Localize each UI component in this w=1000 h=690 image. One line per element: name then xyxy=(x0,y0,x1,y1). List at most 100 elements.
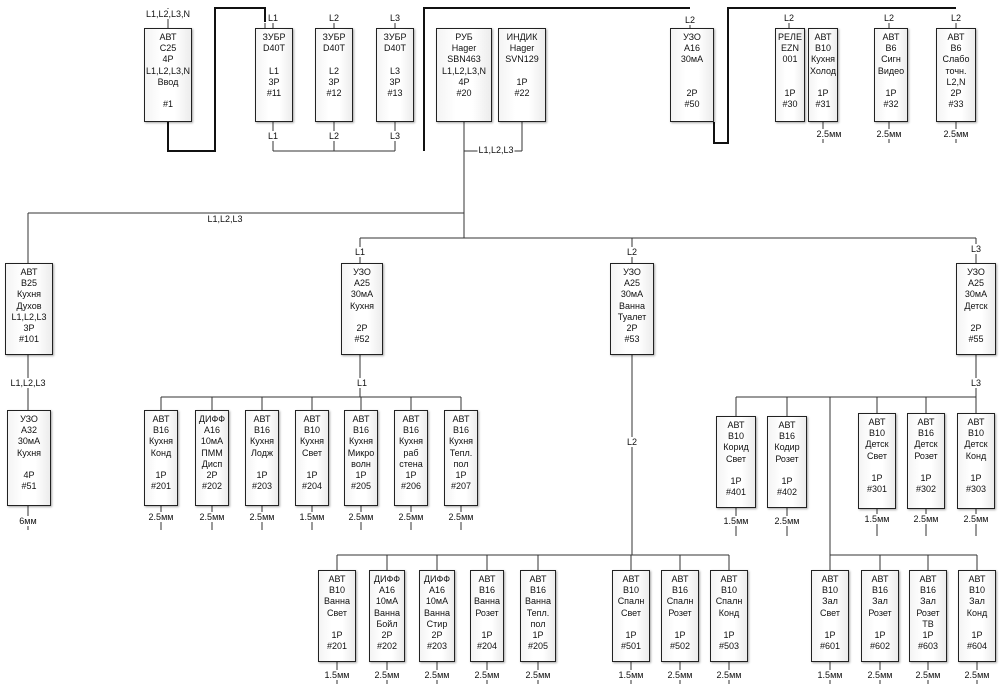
breaker-line xyxy=(809,77,837,88)
breaker-line: L1,L2,L3 xyxy=(11,311,47,322)
breaker-line: #207 xyxy=(450,481,472,492)
breaker-line: 3P xyxy=(389,76,401,87)
breaker-line: 1P xyxy=(532,630,544,641)
lbl-l1-top-11: L1 xyxy=(266,13,280,23)
breaker-line: #205 xyxy=(527,641,549,652)
breaker-line: 3P xyxy=(268,76,280,87)
breaker-line: Зал xyxy=(822,596,838,607)
breaker-line: ЗУБР xyxy=(262,32,286,42)
lbl-top-feed: L1,L2,L3,N xyxy=(144,9,192,19)
breaker-line: ИНДИК xyxy=(506,32,538,42)
breaker-line xyxy=(957,312,995,323)
breaker-line: Кухня xyxy=(810,54,836,65)
breaker-line: Розет xyxy=(775,453,799,464)
breaker-line: #401 xyxy=(725,487,747,498)
breaker-line: РУБ xyxy=(455,32,473,42)
breaker-line: 1P xyxy=(784,87,796,98)
breaker-line: 1P xyxy=(455,470,467,481)
breaker-line: УЗО xyxy=(20,414,38,424)
breaker-line: ЗУБР xyxy=(383,32,407,42)
breaker-line: Конд xyxy=(718,607,740,618)
cab-205: 2.5мм xyxy=(347,512,375,522)
lbl-l1-uzo52: L1 xyxy=(353,247,367,257)
breaker-line: #51 xyxy=(21,481,37,492)
breaker-line: A32 xyxy=(20,425,37,436)
lbl-l2-rele: L2 xyxy=(782,13,796,23)
lbl-l2-b33: L2 xyxy=(949,13,963,23)
breaker-line: 30мА xyxy=(680,54,704,65)
breaker-line: #601 xyxy=(819,641,841,652)
breaker-line: УЗО xyxy=(353,267,371,277)
cab-604: 2.5мм xyxy=(963,670,991,680)
breaker-line: ПММ xyxy=(201,447,223,458)
lbl-l2-uzo50: L2 xyxy=(683,15,697,25)
breaker-line xyxy=(319,619,355,630)
breaker-line: #30 xyxy=(782,99,798,110)
breaker-line: АВТ xyxy=(152,414,170,424)
breaker-line: #203 xyxy=(251,481,273,492)
breaker-line: #303 xyxy=(965,484,987,495)
breaker-line: B16 xyxy=(671,585,688,596)
breaker-line: 2P xyxy=(626,323,638,334)
breaker-line: 2P xyxy=(206,470,218,481)
breaker-line xyxy=(8,459,50,470)
breaker-line: ДИФФ xyxy=(373,574,401,584)
breaker-line: 2P xyxy=(950,88,962,99)
cab-603: 2.5мм xyxy=(914,670,942,680)
breaker-line xyxy=(776,77,804,88)
breaker-line: АВТ xyxy=(967,417,985,427)
breaker-line: Розет xyxy=(868,607,892,618)
lbl-l3-uzo55: L3 xyxy=(969,244,983,254)
breaker-line: АВТ xyxy=(159,32,177,42)
breaker-line: АВТ xyxy=(720,574,738,584)
breaker-line: 1P xyxy=(516,76,528,87)
breaker-line: D40T xyxy=(262,43,285,54)
breaker-line: #20 xyxy=(456,88,472,99)
breaker-line: B10 xyxy=(821,585,838,596)
breaker-line xyxy=(671,77,713,88)
breaker-line: #204 xyxy=(476,641,498,652)
breaker-line: D40T xyxy=(322,43,345,54)
breaker-line: Корид xyxy=(723,442,749,453)
cab-207: 2.5мм xyxy=(447,512,475,522)
breaker-line: АВТ xyxy=(352,414,370,424)
breaker-line: #203 xyxy=(426,641,448,652)
breaker-line: B16 xyxy=(253,425,270,436)
breaker-line: A16 xyxy=(683,43,700,54)
breaker-line: АВТ xyxy=(917,417,935,427)
breaker-line: Розет xyxy=(914,450,938,461)
breaker-line: #13 xyxy=(387,88,403,98)
cab-301: 1.5мм xyxy=(863,514,891,524)
breaker-line: 30мА xyxy=(350,289,374,300)
breaker-line: АВТ xyxy=(452,414,470,424)
lbl-l1-bot-11: L1 xyxy=(266,131,280,141)
breaker-line: #301 xyxy=(866,484,888,495)
breaker-line: УЗО xyxy=(683,32,701,42)
breaker-line xyxy=(717,465,755,476)
cab-31: 2.5мм xyxy=(815,129,843,139)
breaker-line: Дисп xyxy=(201,458,223,469)
breaker-line: Ванна xyxy=(474,596,500,607)
breaker-line: УЗО xyxy=(623,267,641,277)
breaker-line: 10мА xyxy=(425,596,449,607)
breaker-line: #302 xyxy=(915,484,937,495)
breaker-line: 1P xyxy=(331,630,343,640)
breaker-line: 3P xyxy=(23,323,35,334)
breaker-line: Розет xyxy=(668,607,692,618)
breaker-line: Кодир xyxy=(774,442,800,453)
breaker-line: АВТ xyxy=(968,574,986,584)
breaker-line: B6 xyxy=(950,43,962,54)
lbl-l3-bot-13: L3 xyxy=(388,131,402,141)
breaker-line: L1,L2,L3,N xyxy=(145,65,191,76)
breaker-line: Зал xyxy=(872,596,888,607)
breaker-line: Свет xyxy=(301,447,322,458)
